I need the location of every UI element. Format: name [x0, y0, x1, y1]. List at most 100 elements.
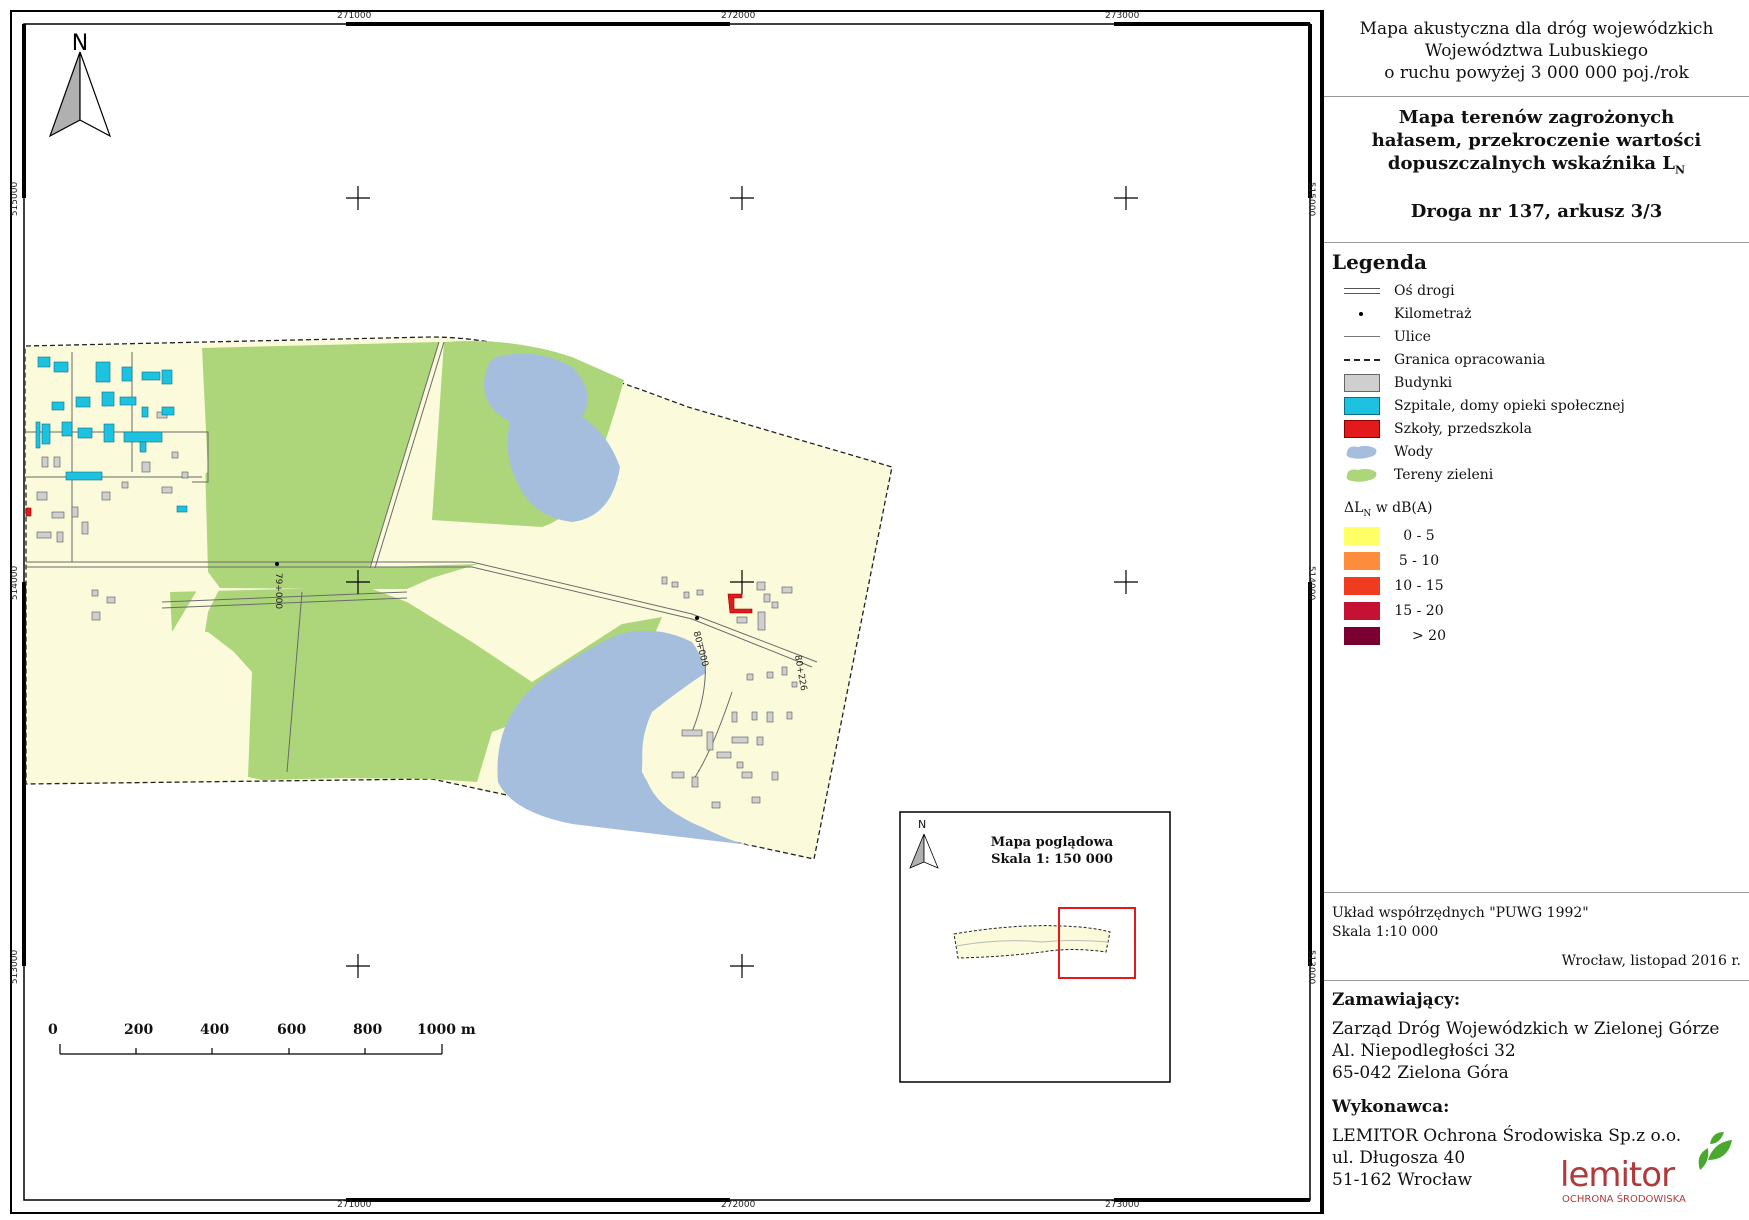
grid-y-label: 513000 — [10, 949, 21, 985]
class-label: 0 - 5 — [1403, 528, 1435, 544]
grid-x-label: 271000 — [337, 1200, 372, 1210]
grid-y-label: 515000 — [10, 181, 21, 217]
client-address: Zarząd Dróg Wojewódzkich w Zielonej Górz… — [1332, 1018, 1719, 1084]
grid-y-label: 514000 — [10, 565, 21, 601]
logo-subtitle: OCHRONA ŚRODOWISKA — [1562, 1194, 1686, 1205]
building-box-icon — [1344, 374, 1380, 392]
legend-item: Oś drogi — [1344, 280, 1455, 302]
water-blob-icon — [1344, 443, 1380, 461]
grid-x-label: 273000 — [1105, 11, 1140, 21]
legend-item: Szpitale, domy opieki społecznej — [1344, 395, 1625, 417]
line-icon — [1344, 328, 1380, 346]
header-block: Mapa akustyczna dla dróg wojewódzkich Wo… — [1324, 18, 1749, 84]
hospital-box-icon — [1344, 397, 1380, 415]
dot-icon — [1344, 305, 1380, 323]
inset-title: Mapa poglądowa — [990, 835, 1114, 850]
legend-title: Legenda — [1332, 250, 1427, 274]
lemitor-logo: lemitor OCHRONA ŚRODOWISKA — [1560, 1132, 1746, 1210]
class-swatch — [1344, 627, 1380, 645]
scale-tick-label: 800 — [353, 1022, 383, 1038]
crs-info: Układ współrzędnych "PUWG 1992" — [1332, 905, 1589, 921]
class-item: 15 - 20 — [1344, 600, 1444, 622]
scale-tick-label: 0 — [48, 1022, 58, 1038]
scale-bar — [59, 1044, 443, 1055]
class-label: > 20 — [1412, 628, 1446, 644]
km-label: 79+000 — [273, 572, 284, 610]
map-title: Mapa terenów zagrożonych hałasem, przekr… — [1324, 106, 1749, 223]
grid-x-label: 273000 — [1105, 1200, 1140, 1210]
map-frame[interactable]: N 271000 272000 273000 271000 2 — [10, 10, 1322, 1214]
map-canvas[interactable]: N — [12, 12, 1320, 1212]
grid-y-label: 515000 — [1306, 181, 1317, 217]
school-box-icon — [1344, 420, 1380, 438]
scale-tick-label: 200 — [124, 1022, 154, 1038]
scale-tick-label: 400 — [200, 1022, 230, 1038]
legend-label: Tereny zieleni — [1394, 467, 1494, 483]
class-item: > 20 — [1344, 625, 1464, 647]
address-line: LEMITOR Ochrona Środowiska Sp.z o.o. — [1332, 1126, 1682, 1146]
legend-item: Granica opracowania — [1344, 349, 1545, 371]
address-line: Zarząd Dróg Wojewódzkich w Zielonej Górz… — [1332, 1019, 1720, 1039]
class-item: 5 - 10 — [1344, 550, 1444, 572]
legend-label: Granica opracowania — [1394, 352, 1546, 368]
inset-title-block: Mapa poglądowa Skala 1: 150 000 — [962, 834, 1142, 868]
class-label: 10 - 15 — [1394, 578, 1444, 594]
class-swatch — [1344, 527, 1380, 545]
dl-title: ΔLN w dB(A) — [1344, 500, 1433, 519]
north-label: N — [72, 31, 88, 56]
title-line: Mapa terenów zagrożonych — [1398, 107, 1675, 128]
class-swatch — [1344, 552, 1380, 570]
address-line: Al. Niepodległości 32 — [1332, 1041, 1516, 1061]
legend-item: Kilometraż — [1344, 303, 1471, 325]
legend-label: Ulice — [1394, 329, 1431, 345]
class-swatch — [1344, 577, 1380, 595]
grid-x-label: 272000 — [721, 11, 756, 21]
contractor-heading: Wykonawca: — [1332, 1097, 1450, 1117]
green-blob-icon — [1344, 466, 1380, 484]
legend-label: Kilometraż — [1394, 306, 1472, 322]
north-arrow-icon — [48, 51, 112, 138]
class-item: 10 - 15 — [1344, 575, 1444, 597]
class-item: 0 - 5 — [1344, 525, 1444, 547]
header-line: Mapa akustyczna dla dróg wojewódzkich — [1359, 19, 1714, 39]
sheet-label: Droga nr 137, arkusz 3/3 — [1410, 200, 1663, 222]
logo-name: lemitor — [1560, 1155, 1675, 1195]
legend-label: Wody — [1394, 444, 1433, 460]
leaf-icon — [1698, 1132, 1732, 1170]
grid-y-label: 514000 — [1306, 565, 1317, 601]
grid-y-label: 513000 — [1306, 949, 1317, 985]
legend-item: Ulice — [1344, 326, 1431, 348]
legend-panel: Mapa akustyczna dla dróg wojewódzkich Wo… — [1322, 10, 1749, 1214]
scale-info: Skala 1:10 000 — [1332, 924, 1439, 940]
address-line: ul. Długosza 40 — [1332, 1148, 1466, 1168]
legend-label: Budynki — [1394, 375, 1453, 391]
address-line: 65-042 Zielona Góra — [1332, 1063, 1509, 1083]
scale-tick-label: 1000 m — [417, 1022, 476, 1038]
dashed-line-icon — [1344, 351, 1380, 369]
inset-map[interactable] — [899, 811, 1171, 1083]
class-swatch — [1344, 602, 1380, 620]
inset-scale: Skala 1: 150 000 — [991, 852, 1113, 867]
grid-x-label: 271000 — [337, 11, 372, 21]
title-line: dopuszczalnych wskaźnika LN — [1387, 153, 1686, 177]
legend-item: Tereny zieleni — [1344, 464, 1493, 486]
grid-x-label: 272000 — [721, 1200, 756, 1210]
title-line: hałasem, przekroczenie wartości — [1371, 130, 1702, 151]
class-label: 15 - 20 — [1394, 603, 1444, 619]
legend-label: Szkoły, przedszkola — [1394, 421, 1532, 437]
inset-north-label: N — [918, 818, 927, 831]
contractor-address: LEMITOR Ochrona Środowiska Sp.z o.o. ul.… — [1332, 1125, 1681, 1191]
legend-item: Szkoły, przedszkola — [1344, 418, 1532, 440]
legend-item: Wody — [1344, 441, 1433, 463]
legend-label: Szpitale, domy opieki społecznej — [1394, 398, 1625, 414]
scale-tick-label: 600 — [277, 1022, 307, 1038]
address-line: 51-162 Wrocław — [1332, 1170, 1473, 1190]
legend-label: Oś drogi — [1394, 283, 1455, 299]
class-label: 5 - 10 — [1398, 553, 1440, 569]
header-line: Województwa Lubuskiego — [1424, 41, 1649, 61]
place-date: Wrocław, listopad 2016 r. — [1561, 953, 1741, 969]
header-line: o ruchu powyżej 3 000 000 poj./rok — [1384, 63, 1689, 83]
double-line-icon — [1344, 282, 1380, 300]
legend-item: Budynki — [1344, 372, 1452, 394]
client-heading: Zamawiający: — [1332, 990, 1461, 1010]
